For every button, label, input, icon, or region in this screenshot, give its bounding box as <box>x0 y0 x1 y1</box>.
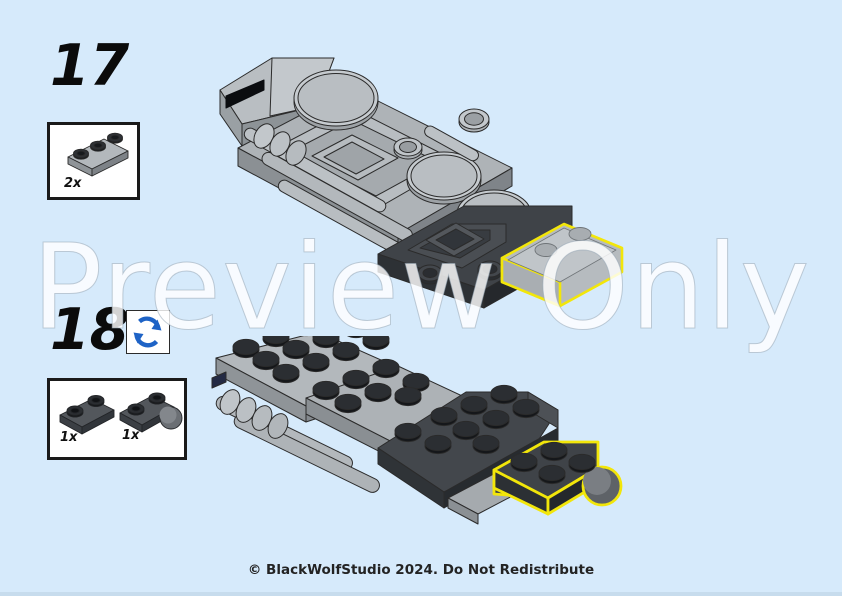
part-plate-1x3-light-gray: 2x <box>56 129 136 195</box>
part-icon-plate-ball-joint <box>119 392 183 433</box>
step-17-model-illustration <box>212 28 632 310</box>
parts-callout-box-step-18: 1x <box>47 378 187 460</box>
copyright-footer: © BlackWolfStudio 2024. Do Not Redistrib… <box>247 562 595 578</box>
part-plate-1x2-with-ball-joint-dark-gray: 1x <box>116 385 188 455</box>
parts-list-step-17: 2x <box>50 125 137 197</box>
rotate-model-icon <box>133 316 162 348</box>
parts-callout-box-step-17: 2x <box>47 122 140 200</box>
part-quantity-label: 1x <box>122 428 140 443</box>
page-bottom-edge <box>0 592 842 596</box>
part-quantity-label: 2x <box>64 176 82 191</box>
part-plate-1x2-dark-gray: 1x <box>54 385 120 455</box>
step-number-18: 18 <box>50 297 130 363</box>
part-icon-plate-1x3 <box>67 132 129 177</box>
step-18-model-illustration <box>198 319 628 546</box>
part-icon-plate-1x2 <box>59 395 115 435</box>
part-quantity-label: 1x <box>60 430 78 445</box>
parts-list-step-18: 1x <box>50 381 184 457</box>
rotate-model-hint <box>126 310 170 354</box>
lego-assembly-topside-view <box>211 319 623 525</box>
lego-assembly-underside-view <box>219 57 624 309</box>
step-number-17: 17 <box>50 33 130 99</box>
